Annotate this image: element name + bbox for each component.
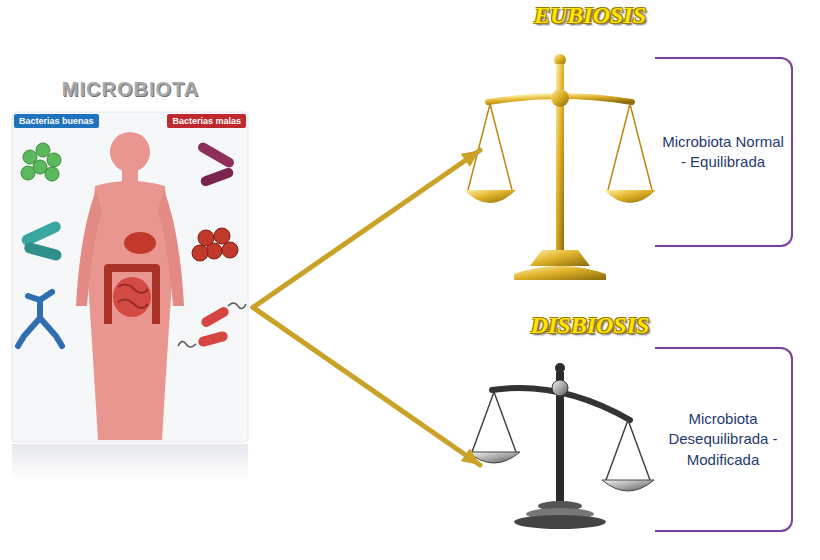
human-body xyxy=(76,132,184,440)
state-title: DISBIOSIS xyxy=(510,312,670,339)
panel-heading: MICROBIOTA xyxy=(8,78,253,101)
eubiosis-panel: EUBIOSIS Microbiota Normal - Equilibrada xyxy=(480,2,795,287)
microbiota-picture xyxy=(12,112,248,480)
group-label: Bacterias malas xyxy=(167,114,246,128)
state-description: Microbiota Desequilibrada - Modificada xyxy=(661,409,785,470)
unbalanced-scale xyxy=(468,363,654,529)
good-bacteria xyxy=(18,143,63,346)
text-frame: Microbiota Desequilibrada - Modificada xyxy=(655,347,793,532)
microbiota-panel: MICROBIOTA xyxy=(8,78,253,448)
flow-arrow xyxy=(253,307,480,465)
state-title: EUBIOSIS xyxy=(510,2,670,29)
flow-arrow xyxy=(253,150,480,307)
disbiosis-panel: DISBIOSIS Microbiota Desequilibrada - Mod… xyxy=(480,312,795,537)
balanced-scale xyxy=(464,54,656,280)
text-frame: Microbiota Normal - Equilibrada xyxy=(655,57,793,247)
group-label: Bacterias buenas xyxy=(14,114,99,128)
bad-bacteria xyxy=(178,141,246,348)
state-description: Microbiota Normal - Equilibrada xyxy=(661,132,785,173)
